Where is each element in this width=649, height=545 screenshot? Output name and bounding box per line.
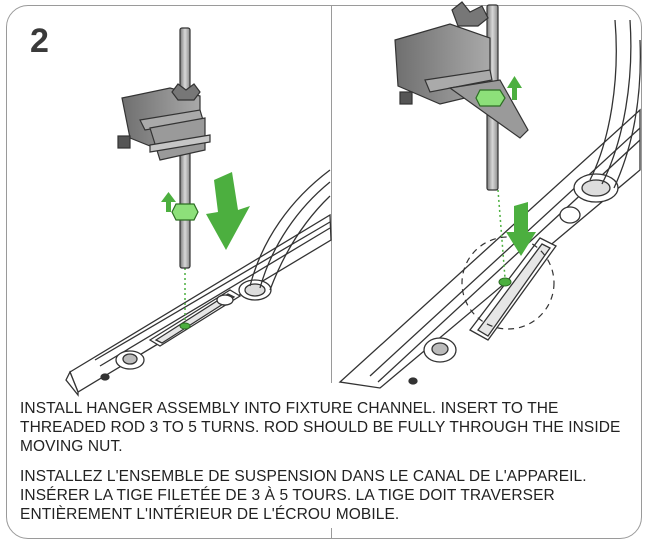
instructions-french: INSTALLEZ L'ENSEMBLE DE SUSPENSION DANS … — [20, 468, 587, 523]
right-moving-nut-icon — [475, 89, 506, 107]
left-moving-nut-icon — [171, 203, 199, 221]
right-cables — [589, 19, 641, 189]
right-target-nut-icon — [498, 277, 512, 287]
left-down-arrow-icon — [206, 172, 250, 250]
left-fixture-channel — [65, 213, 332, 397]
left-hanger-bracket — [117, 83, 211, 161]
left-cables — [249, 169, 331, 291]
right-down-arrow-icon — [506, 202, 536, 256]
step-number: 2 — [30, 22, 49, 60]
left-up-arrow-icon — [161, 192, 176, 212]
right-hanger-bracket — [394, 1, 529, 139]
panel-divider — [331, 5, 332, 383]
right-up-arrow-icon — [507, 76, 522, 100]
right-detail-circle — [461, 236, 555, 330]
panel-divider-bottom — [331, 528, 332, 538]
instructions-english: INSTALL HANGER ASSEMBLY INTO FIXTURE CHA… — [20, 400, 621, 455]
right-fixture-channel — [338, 108, 641, 389]
left-target-nut-icon — [179, 322, 191, 330]
